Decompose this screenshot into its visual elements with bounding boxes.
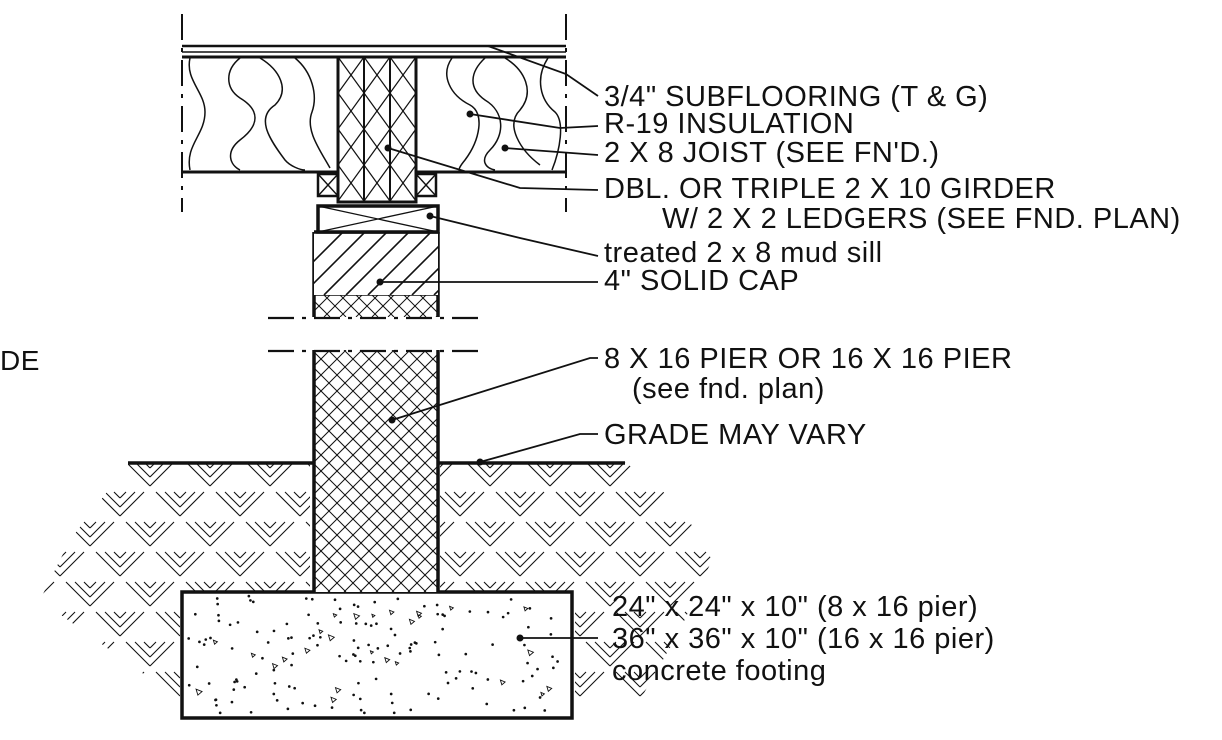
masonry-pier <box>312 232 440 592</box>
break-lines <box>268 316 480 353</box>
label-subflooring: 3/4" SUBFLOORING (T & G) <box>604 81 988 113</box>
ledger-right <box>414 172 438 198</box>
edge-text: DE <box>0 345 40 376</box>
label-pier: 8 X 16 PIER OR 16 X 16 PIER <box>604 343 1012 375</box>
leader-dots <box>376 110 524 642</box>
label-ledgers: W/ 2 X 2 LEDGERS (SEE FND. PLAN) <box>662 203 1181 235</box>
callout-labels: DE 3/4" SUBFLOORING (T & G) R-19 INSULAT… <box>0 81 1181 687</box>
label-footing-large: 36" x 36" x 10" (16 x 16 pier) <box>612 623 995 655</box>
label-joist: 2 X 8 JOIST (SEE FN'D.) <box>604 137 940 169</box>
concrete-footing <box>180 590 574 720</box>
label-grade: GRADE MAY VARY <box>604 419 867 451</box>
label-girder: DBL. OR TRIPLE 2 X 10 GIRDER <box>604 173 1056 205</box>
ledger-left <box>316 172 340 198</box>
solid-cap <box>314 230 438 295</box>
label-footing: concrete footing <box>612 655 826 687</box>
label-insulation: R-19 INSULATION <box>604 108 854 140</box>
label-solid-cap: 4" SOLID CAP <box>604 265 799 297</box>
label-mud-sill: treated 2 x 8 mud sill <box>604 237 883 269</box>
insulation-batts <box>188 57 562 171</box>
girder <box>336 55 418 204</box>
mud-sill <box>316 204 440 234</box>
label-footing-small: 24" x 24" x 10" (8 x 16 pier) <box>612 591 978 623</box>
label-pier-note: (see fnd. plan) <box>632 373 825 405</box>
leader-lines <box>380 45 599 639</box>
